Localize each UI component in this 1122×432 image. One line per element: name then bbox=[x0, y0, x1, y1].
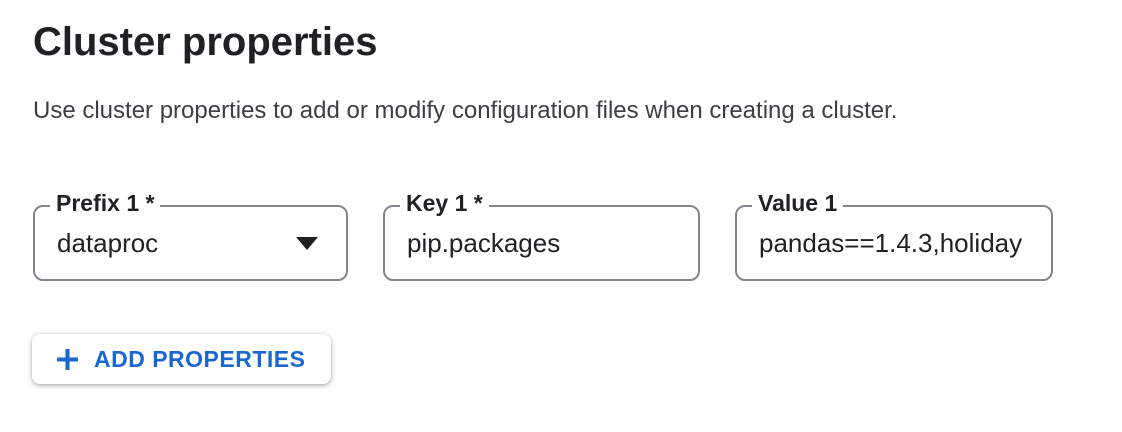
add-properties-button[interactable]: ADD PROPERTIES bbox=[32, 334, 332, 384]
page-description: Use cluster properties to add or modify … bbox=[33, 97, 898, 124]
key-1-input[interactable] bbox=[385, 207, 698, 279]
prefix-1-selected-value: dataproc bbox=[57, 227, 159, 258]
page-title: Cluster properties bbox=[33, 20, 378, 64]
add-properties-label: ADD PROPERTIES bbox=[94, 345, 306, 372]
value-1-field: Value 1 bbox=[735, 190, 1053, 281]
value-1-input[interactable] bbox=[737, 207, 1051, 279]
plus-icon bbox=[57, 348, 78, 370]
prefix-1-label: Prefix 1 * bbox=[50, 190, 161, 216]
chevron-down-icon bbox=[296, 237, 318, 250]
prefix-1-select[interactable]: Prefix 1 * dataproc bbox=[33, 190, 348, 281]
key-1-field: Key 1 * bbox=[383, 190, 700, 281]
